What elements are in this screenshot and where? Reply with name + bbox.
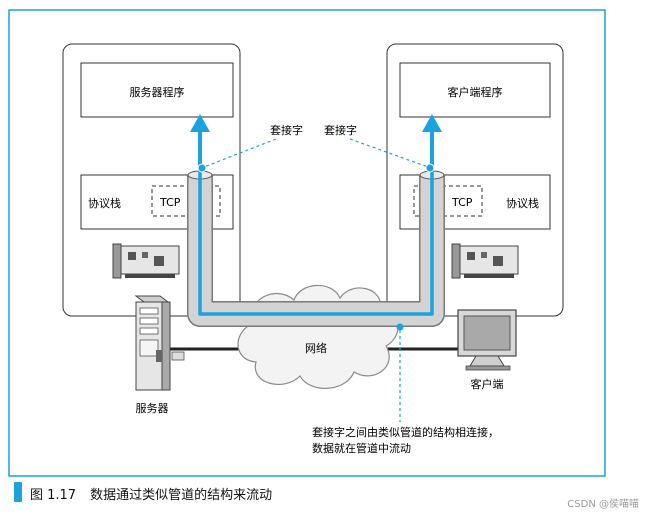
- socket-leader-right: [349, 138, 429, 168]
- note-line-2: 数据就在管道中流动: [312, 441, 411, 455]
- server-nic-icon: [112, 243, 180, 279]
- client-monitor-icon: [457, 309, 517, 371]
- figure-caption-text: 数据通过类似管道的结构来流动: [90, 488, 273, 503]
- server-label: 服务器: [136, 402, 169, 415]
- socket-label-right: 套接字: [324, 123, 357, 137]
- client-label: 客户端: [471, 377, 504, 391]
- figure-frame: [8, 9, 606, 477]
- server-program-box: [80, 62, 234, 118]
- client-program-box: [399, 62, 551, 118]
- figure-number: 图 1.17: [30, 488, 77, 503]
- client-socket-dot: [425, 163, 435, 173]
- socket-label-left: 套接字: [270, 123, 303, 137]
- server-tcp-label: TCP: [159, 196, 181, 209]
- client-nic-icon: [451, 243, 519, 279]
- client-protocol-stack-label: 协议栈: [506, 196, 539, 210]
- network-cloud: [237, 284, 399, 389]
- server-tower-icon: [134, 295, 185, 391]
- note-line-1: 套接字之间由类似管道的结构相连接，: [312, 425, 499, 439]
- network-label: 网络: [305, 341, 327, 355]
- server-arrow-head: [190, 114, 210, 132]
- client-tcp-label: TCP: [451, 196, 473, 209]
- note-anchor-dot: [396, 323, 404, 331]
- server-socket-dot: [197, 163, 207, 173]
- socket-leader-left: [203, 138, 277, 168]
- figure-caption: 图 1.17 数据通过类似管道的结构来流动: [30, 484, 272, 503]
- server-program-label: 服务器程序: [130, 85, 185, 99]
- data-flow-line: [198, 168, 434, 316]
- server-protocol-stack-label: 协议栈: [88, 196, 121, 210]
- client-arrow-head: [422, 114, 442, 132]
- watermark: CSDN @侯喵喵: [567, 499, 639, 510]
- client-program-label: 客户端程序: [448, 85, 503, 99]
- caption-marker: [14, 482, 22, 502]
